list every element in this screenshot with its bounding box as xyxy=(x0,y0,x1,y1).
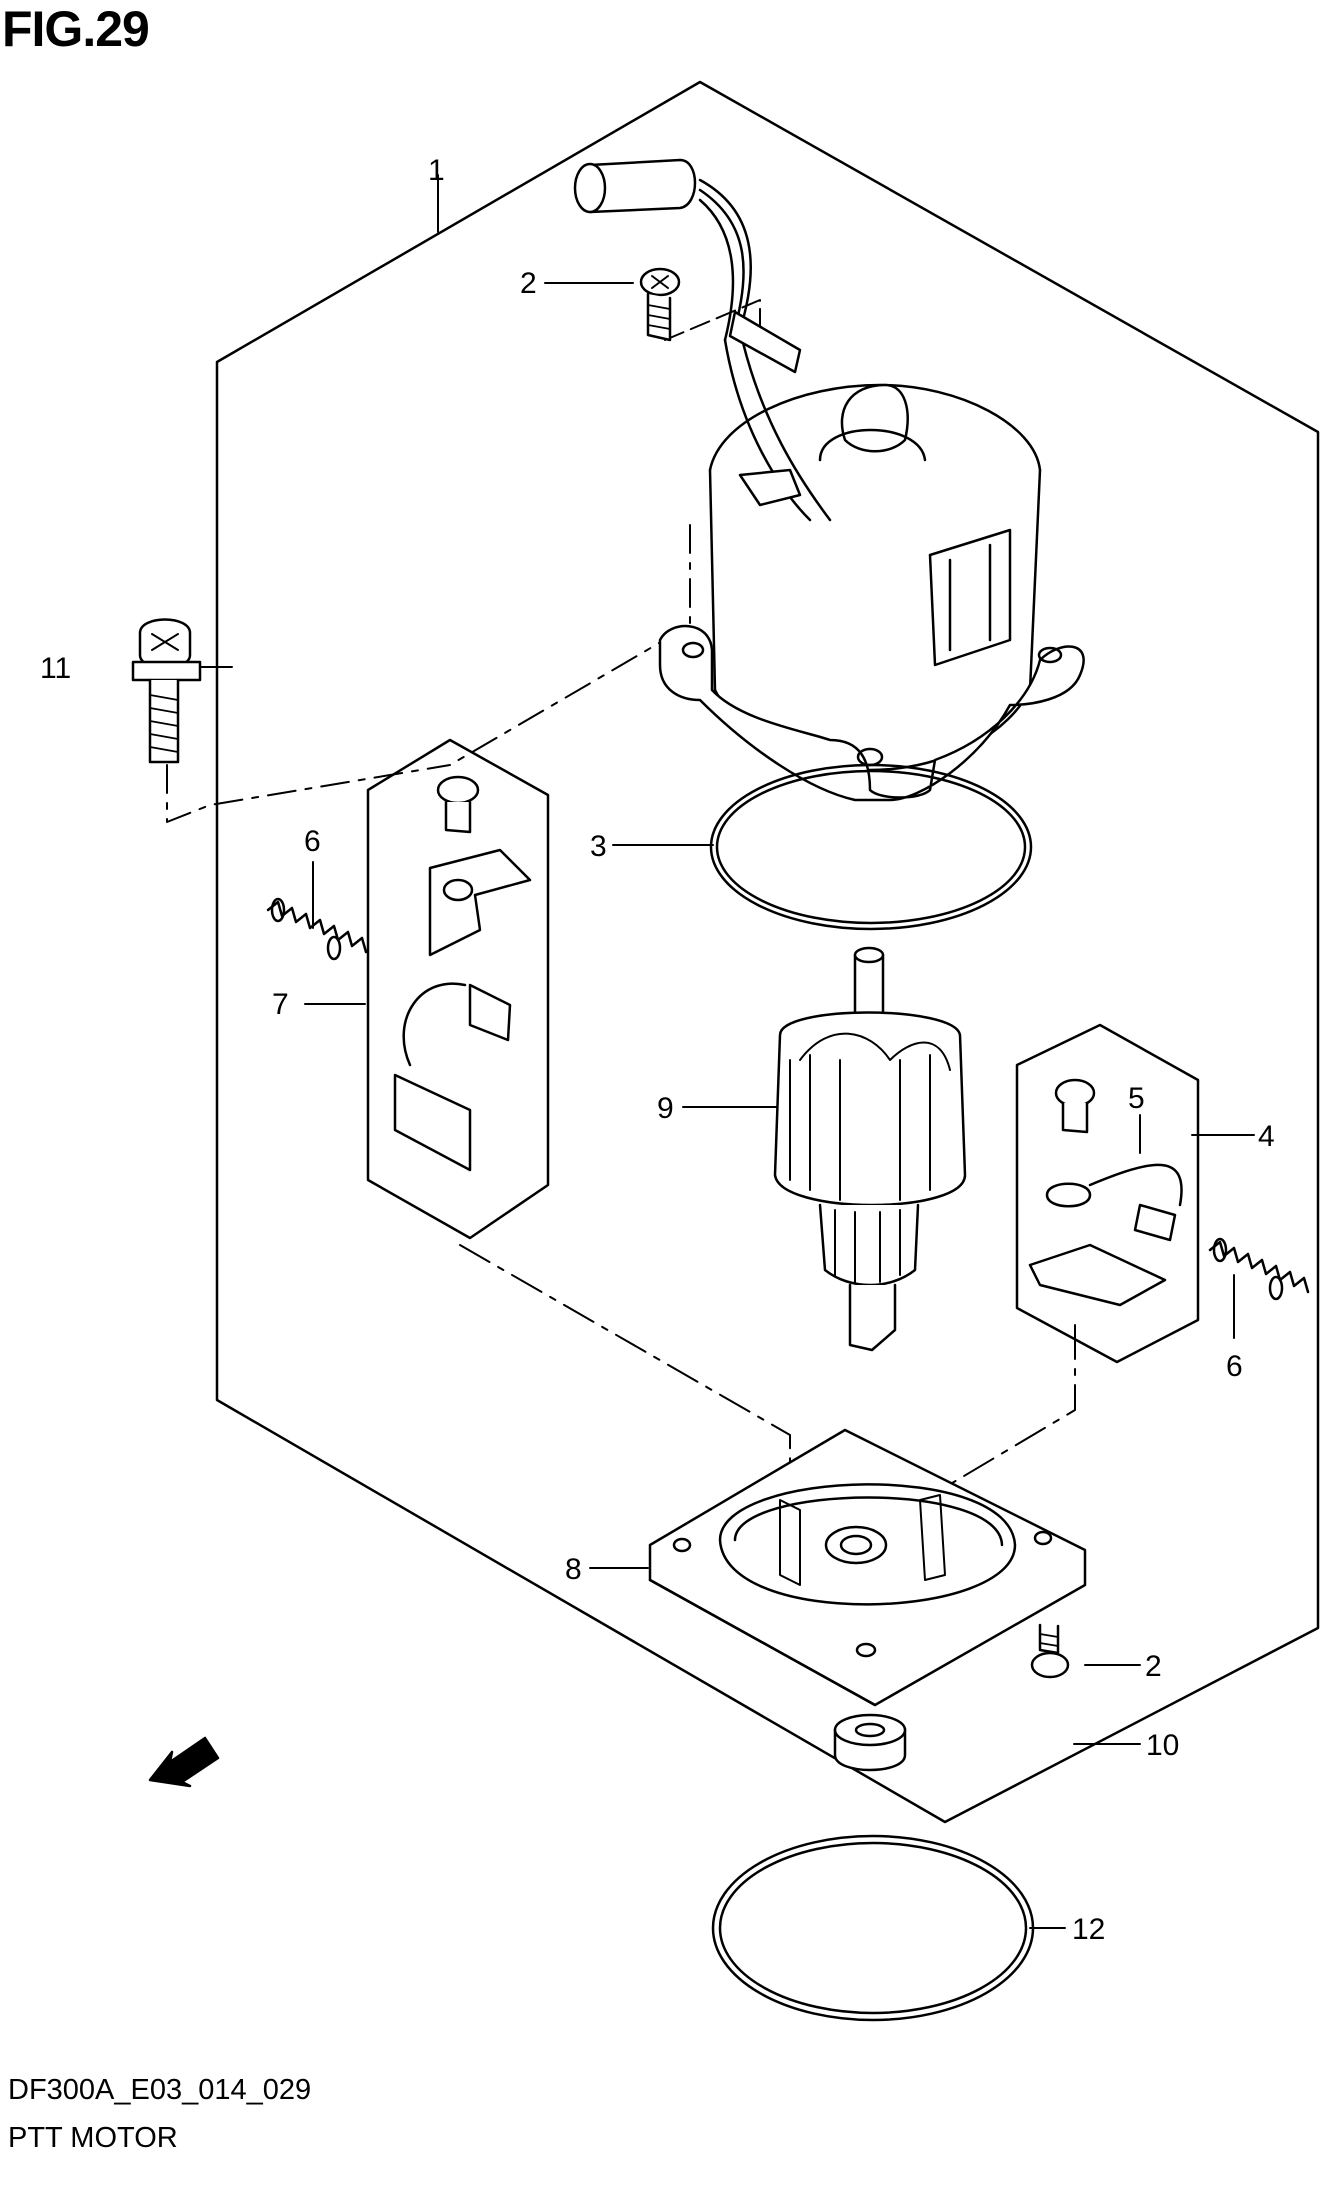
armature-part-9 xyxy=(773,946,967,1352)
callout-2b: 2 xyxy=(1145,1650,1162,1683)
callout-6b: 6 xyxy=(1226,1350,1243,1383)
callout-8: 8 xyxy=(565,1553,582,1586)
spring-part-6-right xyxy=(1208,1237,1310,1301)
diagram-code: DF300A_E03_014_029 xyxy=(8,2074,312,2106)
callout-9: 9 xyxy=(657,1092,674,1125)
end-bracket-part-8 xyxy=(648,1428,1087,1707)
callout-12: 12 xyxy=(1072,1913,1105,1946)
callout-10: 10 xyxy=(1146,1729,1179,1762)
diagram-caption: PTT MOTOR xyxy=(8,2122,178,2154)
brush-holder-part-4 xyxy=(1015,1023,1200,1364)
callout-labels: 1 2 2 3 4 5 6 6 7 8 9 10 11 12 xyxy=(40,154,1275,1946)
callout-11: 11 xyxy=(40,652,71,685)
screw-part-2-lower xyxy=(1030,1623,1070,1679)
callout-2a: 2 xyxy=(520,267,537,300)
fwd-arrow-icon: FWD xyxy=(148,1736,220,1788)
o-ring-part-3 xyxy=(709,763,1033,931)
collar-part-10 xyxy=(833,1713,907,1772)
spring-part-6-left xyxy=(266,897,368,961)
screw-part-2-upper xyxy=(639,267,681,342)
o-ring-part-12 xyxy=(711,1834,1035,2022)
brush-holder-part-7 xyxy=(366,738,550,1240)
callout-5: 5 xyxy=(1128,1082,1145,1115)
callout-4: 4 xyxy=(1258,1120,1275,1153)
motor-housing-part-1 xyxy=(573,158,1085,802)
assembly-outline xyxy=(215,80,1320,1824)
callout-7: 7 xyxy=(272,988,289,1021)
callout-6a: 6 xyxy=(304,825,321,858)
leader-lines xyxy=(164,174,1255,1929)
figure-title: FIG.29 xyxy=(2,1,150,57)
bolt-part-11 xyxy=(131,618,202,764)
callout-3: 3 xyxy=(590,830,607,863)
callout-1: 1 xyxy=(428,154,445,187)
